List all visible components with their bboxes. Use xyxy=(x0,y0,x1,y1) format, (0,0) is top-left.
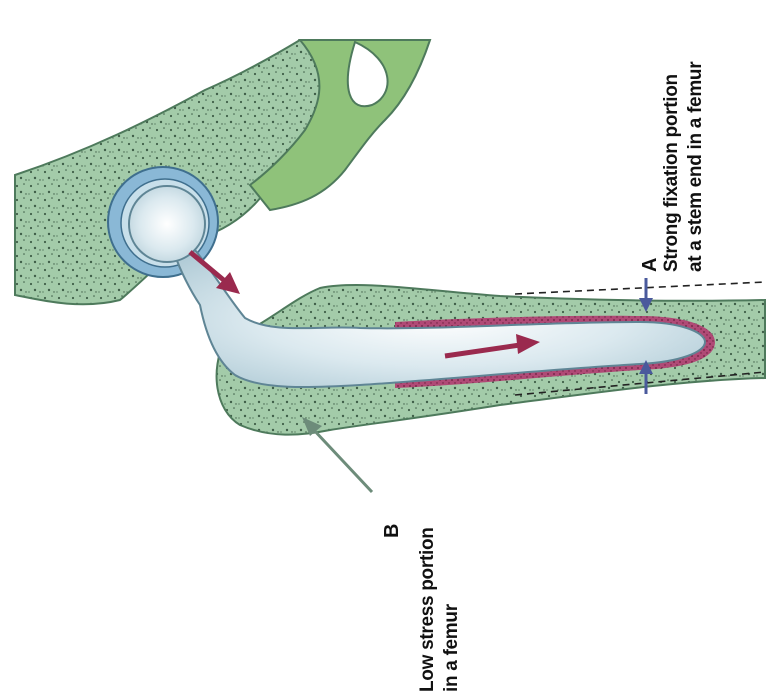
label-b-line1: Low stress portion xyxy=(418,527,437,692)
label-b-letter: B xyxy=(382,524,402,538)
label-a-line1: Strong fixation portion xyxy=(662,74,681,272)
label-a-line2: at a stem end in a femur xyxy=(686,62,705,272)
label-b-line2: in a femur xyxy=(442,604,461,692)
femoral-head xyxy=(129,186,205,262)
label-a-letter: A xyxy=(640,258,660,272)
dashed-line-upper xyxy=(515,282,765,294)
